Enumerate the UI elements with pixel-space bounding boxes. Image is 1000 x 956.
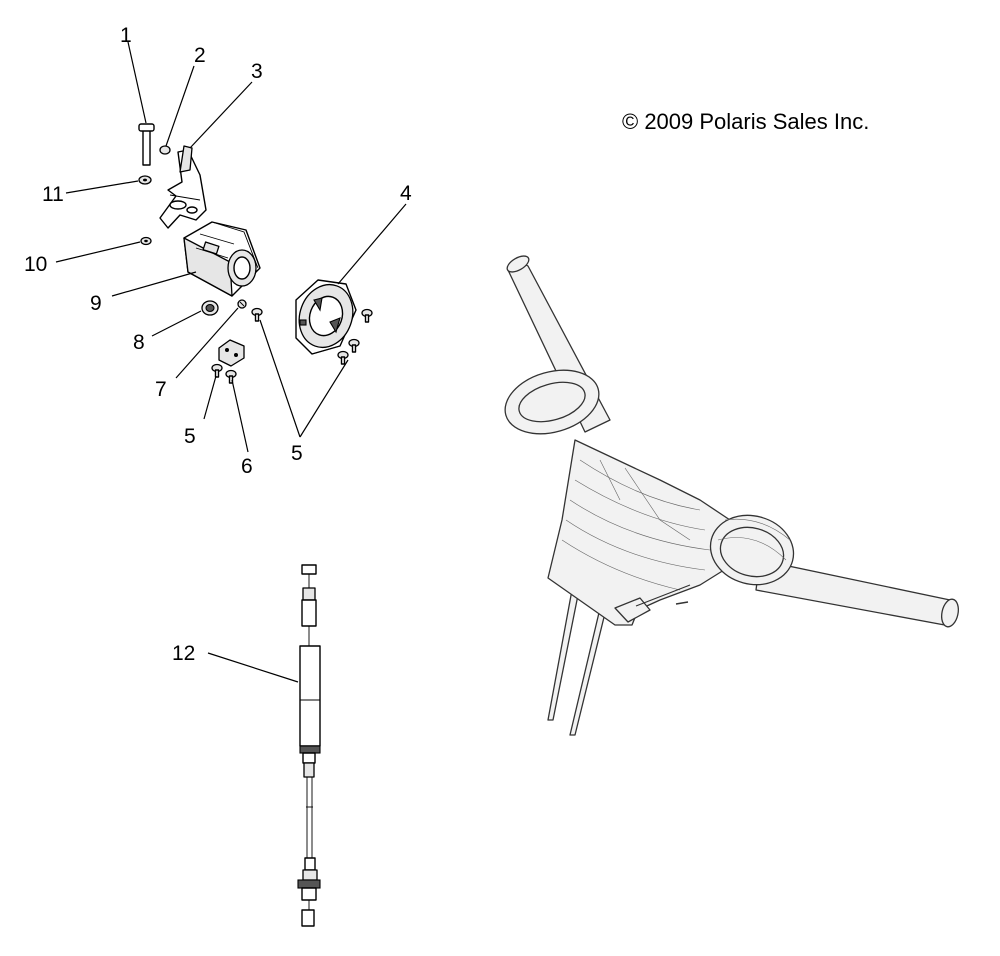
part-10-nut xyxy=(140,236,152,246)
part-4-switch-body xyxy=(295,279,357,355)
callout-7: 7 xyxy=(155,378,167,401)
callout-4: 4 xyxy=(400,182,412,205)
callout-8: 8 xyxy=(133,331,145,354)
part-7-screw xyxy=(237,299,247,309)
callout-5b: 5 xyxy=(291,442,303,465)
part-8-grommet xyxy=(201,300,219,316)
callout-2: 2 xyxy=(194,44,206,67)
callout-3: 3 xyxy=(251,60,263,83)
callout-11: 11 xyxy=(42,183,64,206)
copyright-text: © 2009 Polaris Sales Inc. xyxy=(622,109,869,134)
callout-10: 10 xyxy=(24,253,47,276)
leader-lines xyxy=(55,41,407,683)
part-9-housing xyxy=(183,221,261,297)
part-12-cable xyxy=(297,564,321,927)
part-6-plate xyxy=(218,339,245,367)
handlebar-assembly xyxy=(504,255,959,736)
callout-12: 12 xyxy=(172,642,195,665)
callout-6: 6 xyxy=(241,455,253,478)
part-3-bracket xyxy=(159,145,207,229)
part-5-screws xyxy=(211,307,373,384)
callout-1: 1 xyxy=(120,24,132,47)
callout-5a: 5 xyxy=(184,425,196,448)
callout-labels: 1 2 3 4 5 5 6 7 8 9 10 11 12 xyxy=(24,24,412,665)
callout-9: 9 xyxy=(90,292,102,315)
part-1-bolt xyxy=(138,123,155,166)
part-2-washer xyxy=(159,145,171,155)
